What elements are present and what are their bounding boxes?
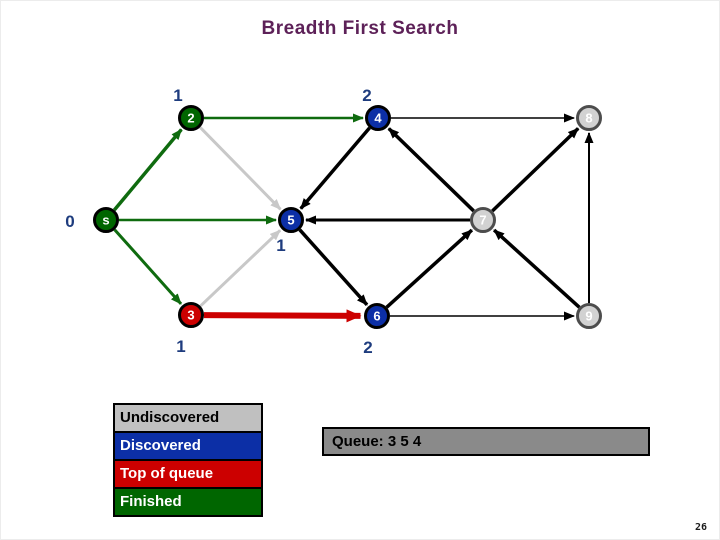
page-title: Breadth First Search bbox=[261, 18, 459, 39]
graph-dist-label-4: 2 bbox=[362, 86, 371, 105]
graph-node-3: 31 bbox=[176, 302, 204, 356]
graph-edge-5-6 bbox=[298, 228, 369, 306]
graph-node-circle-5 bbox=[278, 207, 304, 233]
graph-node-s: s0 bbox=[65, 207, 119, 233]
graph-edge-4-5 bbox=[299, 126, 371, 210]
graph-dist-label-3: 1 bbox=[176, 337, 185, 356]
graph-node-2: 21 bbox=[173, 86, 204, 131]
graph-node-label-8: 8 bbox=[585, 111, 592, 126]
graph-node-circle-4 bbox=[365, 105, 391, 131]
graph-edge-3-6 bbox=[203, 309, 362, 323]
graph-node-circle-9 bbox=[576, 303, 602, 329]
graph-node-label-3: 3 bbox=[187, 308, 194, 323]
graph-edge-s-2 bbox=[112, 128, 183, 212]
graph-node-label-4: 4 bbox=[374, 111, 382, 126]
queue-text: Queue: 3 5 4 bbox=[332, 433, 422, 450]
graph-edge-7-4 bbox=[387, 127, 475, 213]
graph-node-label-5: 5 bbox=[287, 213, 294, 228]
legend-item-finished: Finished bbox=[113, 487, 263, 517]
graph-node-7: 7 bbox=[470, 207, 496, 233]
graph-node-circle-6 bbox=[364, 303, 390, 329]
graph-node-4: 42 bbox=[362, 86, 391, 131]
page-number: 26 bbox=[694, 522, 707, 533]
graph-node-9: 9 bbox=[576, 303, 602, 329]
graph-node-5: 51 bbox=[276, 207, 304, 255]
graph-node-label-6: 6 bbox=[373, 309, 380, 324]
state-legend: Undiscovered Discovered Top of queue Fin… bbox=[113, 403, 263, 517]
graph-dist-label-s: 0 bbox=[65, 212, 74, 231]
graph-node-label-2: 2 bbox=[187, 111, 194, 126]
graph-node-circle-s bbox=[93, 207, 119, 233]
graph-node-label-7: 7 bbox=[479, 213, 486, 228]
graph-edge-3-5 bbox=[199, 229, 282, 308]
graph-node-6: 62 bbox=[363, 303, 390, 357]
graph-dist-label-6: 2 bbox=[363, 338, 372, 357]
graph-node-8: 8 bbox=[576, 105, 602, 131]
graph-node-label-s: s bbox=[102, 213, 109, 228]
graph-node-circle-2 bbox=[178, 105, 204, 131]
graph-edge-2-5 bbox=[199, 126, 282, 211]
graph-edge-7-8 bbox=[491, 127, 580, 213]
legend-item-discovered: Discovered bbox=[113, 431, 263, 461]
graph-node-circle-3 bbox=[178, 302, 204, 328]
graph-dist-label-2: 1 bbox=[173, 86, 182, 105]
graph-node-circle-8 bbox=[576, 105, 602, 131]
legend-item-top-of-queue: Top of queue bbox=[113, 459, 263, 489]
legend-item-undiscovered: Undiscovered bbox=[113, 403, 263, 433]
graph-node-label-9: 9 bbox=[585, 309, 592, 324]
graph-node-circle-7 bbox=[470, 207, 496, 233]
queue-box: Queue: 3 5 4 bbox=[322, 427, 650, 456]
graph-edge-s-3 bbox=[113, 228, 183, 305]
graph-edge-9-7 bbox=[492, 228, 581, 309]
graph-edge-6-7 bbox=[385, 228, 474, 309]
graph-dist-label-5: 1 bbox=[276, 236, 285, 255]
